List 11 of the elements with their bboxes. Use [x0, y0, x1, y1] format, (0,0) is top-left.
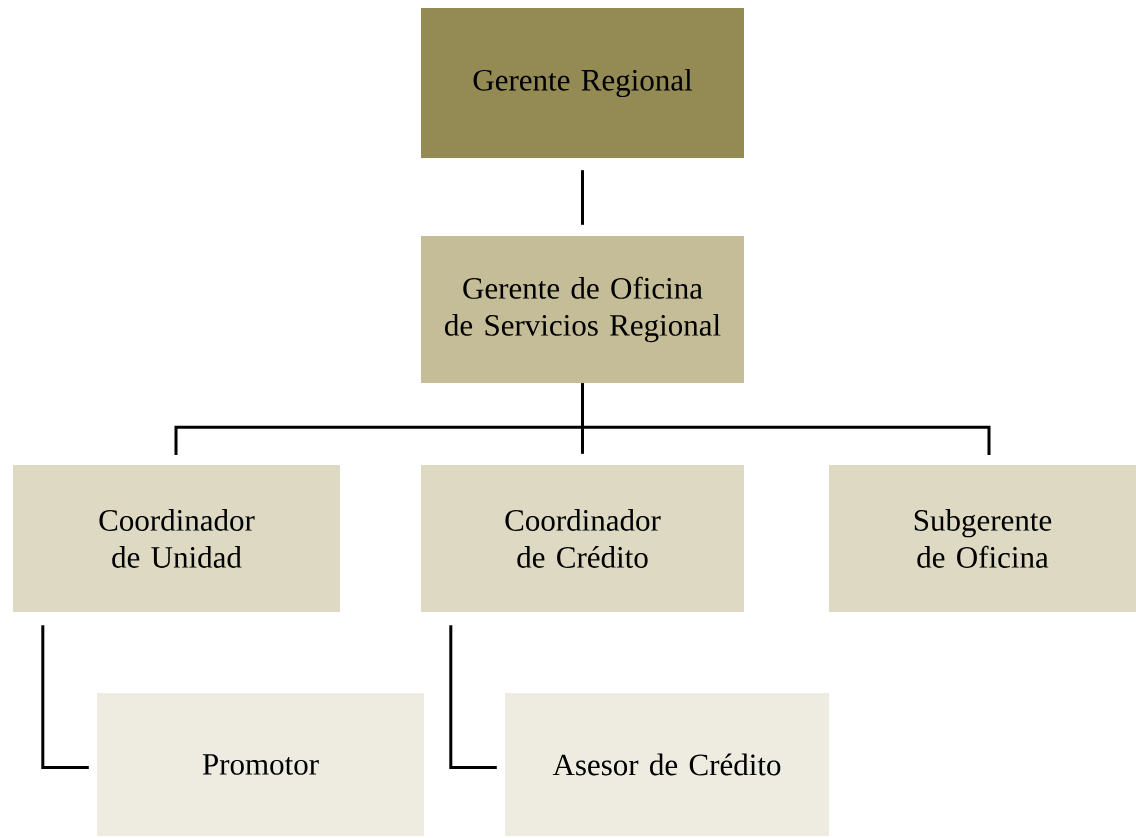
org-box: Gerente de Oficina de Servicios Regional — [421, 236, 744, 383]
org-box: Gerente Regional — [421, 8, 744, 158]
org-box: Asesor de Crédito — [505, 693, 829, 836]
org-box: Coordinador de Crédito — [421, 465, 744, 612]
connector-line — [581, 383, 991, 455]
connector-line — [581, 170, 584, 225]
connector-line — [449, 625, 497, 769]
org-box: Promotor — [97, 693, 424, 836]
org-box: Subgerente de Oficina — [829, 465, 1136, 612]
org-box: Coordinador de Unidad — [13, 465, 340, 612]
connector-line — [41, 625, 89, 769]
